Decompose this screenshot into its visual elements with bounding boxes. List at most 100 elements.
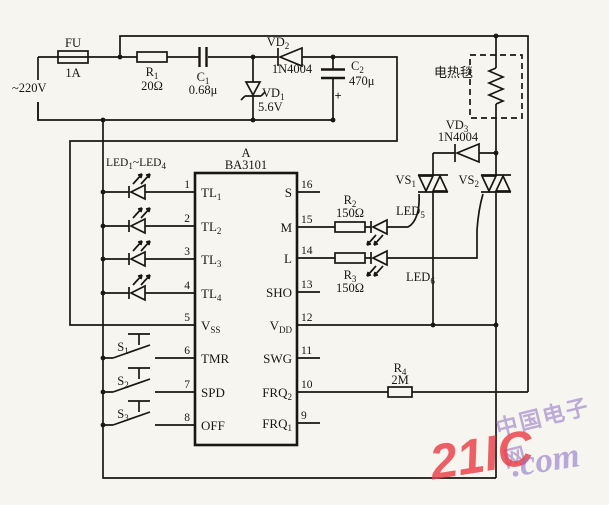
led5-symbol (370, 219, 388, 235)
wire-led-rows (103, 191, 195, 294)
c2-symbol (321, 68, 345, 80)
wire-pin15 (297, 193, 420, 228)
led4-arrows (132, 274, 151, 286)
svg-text:SWG: SWG (263, 351, 292, 366)
wire-nc-stubs (297, 191, 320, 424)
vd3-label: VD3 (446, 118, 469, 134)
vd2-label: VD2 (267, 35, 290, 51)
svg-text:FRQ1: FRQ1 (262, 416, 292, 433)
source-label: ~220V (12, 81, 47, 95)
led5-arrows (366, 234, 384, 246)
ic-part: BA3101 (225, 158, 267, 172)
c1-symbol (198, 47, 208, 67)
vd1-label: VD1 (262, 86, 285, 102)
r1-label: R1 (146, 65, 159, 81)
led4-symbol (128, 285, 146, 301)
led2-arrows (132, 207, 151, 219)
blanket-label: 电热毯 (434, 66, 473, 81)
ic-body (193, 171, 299, 447)
vs1-label: VS1 (396, 173, 416, 189)
svg-text:OFF: OFF (201, 418, 225, 433)
fuse-symbol (57, 50, 89, 64)
svg-text:5: 5 (184, 312, 190, 324)
ic-left-pin-names: TL1 TL2 TL3 TL4 VSS TMR SPD OFF (201, 185, 230, 433)
svg-text:3: 3 (184, 246, 190, 258)
s3-label: S3 (117, 407, 129, 423)
svg-text:TMR: TMR (201, 351, 230, 366)
s2-label: S2 (117, 374, 128, 390)
svg-text:S: S (285, 185, 292, 200)
svg-text:VDD: VDD (270, 318, 293, 335)
svg-text:13: 13 (301, 279, 313, 291)
svg-text:TL2: TL2 (201, 219, 221, 236)
led-group-label: LED1~LED4 (106, 157, 166, 171)
fuse-label: FU (65, 36, 81, 50)
svg-text:L: L (284, 251, 292, 266)
led6-arrows (366, 265, 384, 277)
wires (37, 35, 529, 479)
svg-text:TL3: TL3 (201, 252, 222, 269)
junction-dots (100, 33, 499, 428)
svg-text:SHO: SHO (266, 285, 292, 300)
blanket-box (469, 54, 523, 119)
vs2-label: VS2 (459, 173, 479, 189)
c2-label: C2 (351, 59, 364, 75)
svg-text:4: 4 (184, 280, 190, 292)
wire-switch-rows (103, 357, 195, 426)
vd3-value: 1N4004 (438, 130, 479, 144)
vs2-symbol (480, 174, 512, 193)
r4-value: 2M (391, 373, 408, 387)
wire-neutral (37, 102, 333, 121)
wire-top-rail (119, 35, 529, 392)
r4-label: R4 (394, 361, 407, 377)
ic-right-pin-numbers: 16 15 14 13 12 11 10 9 (301, 179, 313, 422)
svg-text:TL1: TL1 (201, 185, 221, 202)
led1-symbol (128, 184, 146, 200)
vd1-value: 5.6V (258, 100, 283, 114)
svg-text:FRQ2: FRQ2 (262, 385, 292, 402)
svg-text:SPD: SPD (201, 385, 225, 400)
vd1-symbol (240, 81, 266, 101)
r3-value: 150Ω (336, 281, 364, 295)
r4-symbol (387, 386, 413, 398)
ic-ref: A (241, 146, 250, 160)
heater-resistor (486, 67, 506, 105)
r1-symbol (136, 51, 168, 63)
svg-text:6: 6 (184, 345, 190, 357)
vs1-symbol (417, 174, 449, 193)
fuse-value: 1A (65, 66, 80, 80)
wire-left-bus (102, 120, 496, 479)
c2-polarity: + (334, 89, 341, 103)
ic-left-pin-numbers: 1 2 3 4 5 6 7 8 (184, 179, 190, 424)
r2-label: R2 (344, 193, 357, 209)
led3-arrows (132, 240, 151, 252)
led2-symbol (128, 218, 146, 234)
svg-text:15: 15 (301, 214, 313, 226)
wire-pin14 (297, 193, 484, 259)
svg-text:VSS: VSS (201, 318, 220, 335)
svg-text:16: 16 (301, 179, 313, 191)
vd2-value: 1N4004 (272, 62, 313, 76)
led6-symbol (370, 250, 388, 266)
vd3-symbol (454, 143, 480, 163)
ic-right-pin-names: S M L SHO VDD SWG FRQ2 FRQ1 (262, 185, 292, 433)
led5-label: LED5 (396, 204, 425, 220)
svg-text:2: 2 (184, 213, 190, 225)
svg-text:11: 11 (301, 345, 312, 357)
svg-text:12: 12 (301, 312, 313, 324)
c2-value: 470μ (349, 74, 375, 88)
r3-symbol (334, 252, 366, 264)
r3-label: R3 (344, 268, 357, 284)
r2-value: 150Ω (336, 206, 364, 220)
r2-symbol (334, 221, 366, 233)
led1-arrows (132, 173, 151, 185)
led3-symbol (128, 251, 146, 267)
r1-value: 20Ω (141, 79, 163, 93)
svg-text:7: 7 (184, 379, 190, 391)
c1-value: 0.68μ (189, 83, 218, 97)
svg-text:1: 1 (184, 179, 190, 191)
svg-text:M: M (280, 220, 292, 235)
led6-label: LED6 (406, 270, 435, 286)
